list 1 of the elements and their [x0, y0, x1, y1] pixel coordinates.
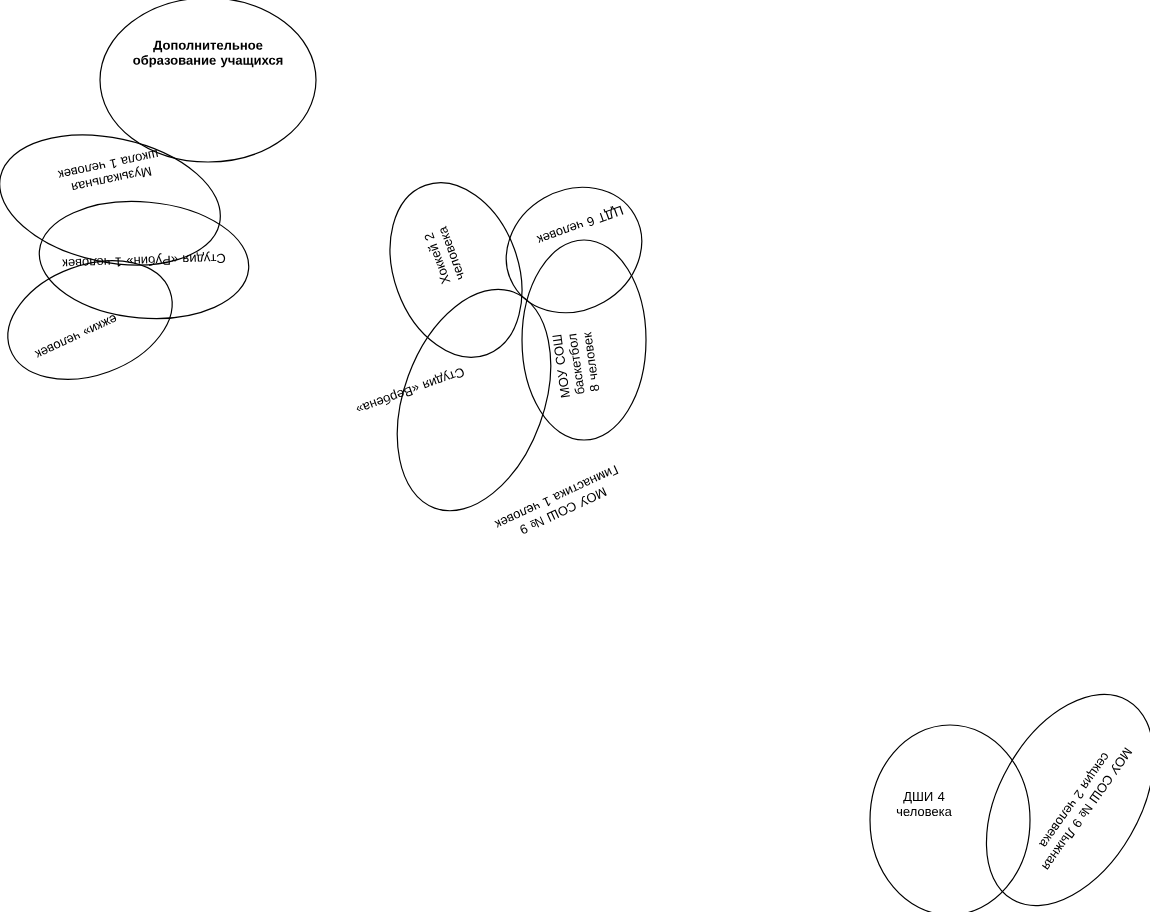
- ellipse: [521, 239, 647, 441]
